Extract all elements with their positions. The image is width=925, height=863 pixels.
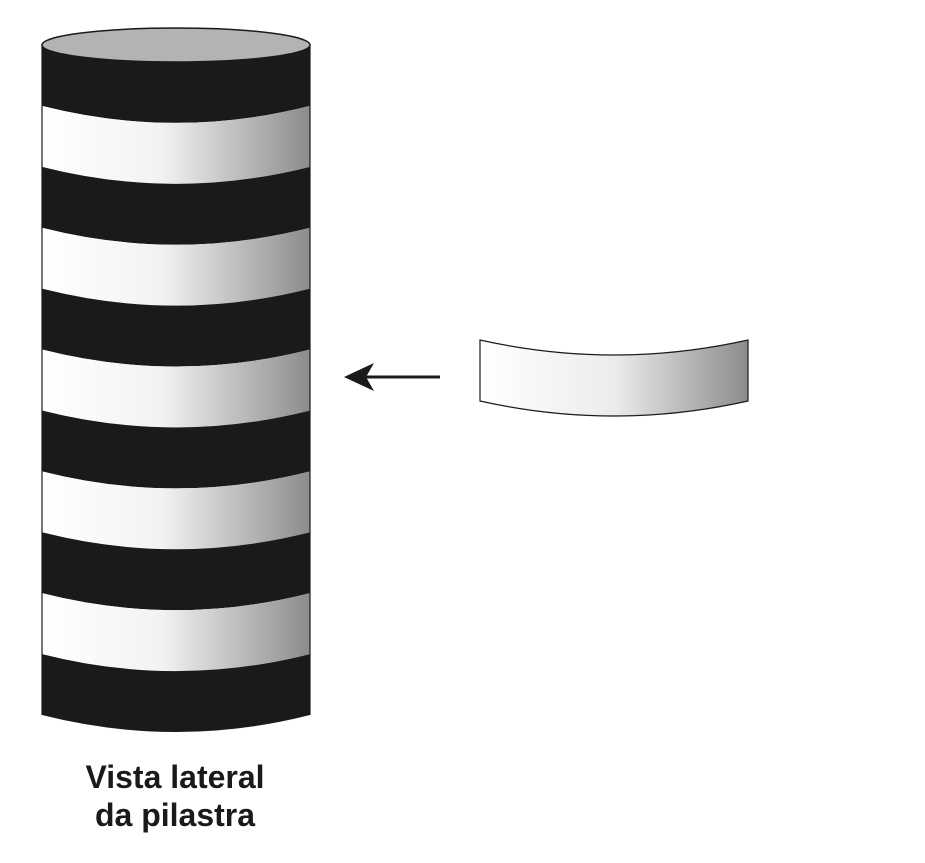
pillar-bands (41, 45, 311, 732)
pillar-band-black (42, 45, 310, 123)
pillar-band-white (42, 471, 310, 550)
pillar-band-black (42, 532, 310, 611)
pillar-top-cap (41, 27, 311, 63)
pillar-band-white (42, 593, 310, 672)
pillar-band-white (42, 349, 310, 428)
diagram-caption: Vista lateral da pilastra (20, 758, 330, 834)
pillar-band-black (42, 166, 310, 245)
pillar-band-black (42, 288, 310, 367)
pillar-band-black (42, 654, 310, 732)
disc-segment (479, 339, 749, 417)
caption-line-2: da pilastra (94, 797, 256, 833)
pillar-band-white (42, 227, 310, 306)
pillar-band-black (42, 410, 310, 489)
caption-line-1: Vista lateral (85, 759, 265, 795)
pillar-band-white (42, 105, 310, 184)
arrow-left-icon (344, 363, 440, 391)
